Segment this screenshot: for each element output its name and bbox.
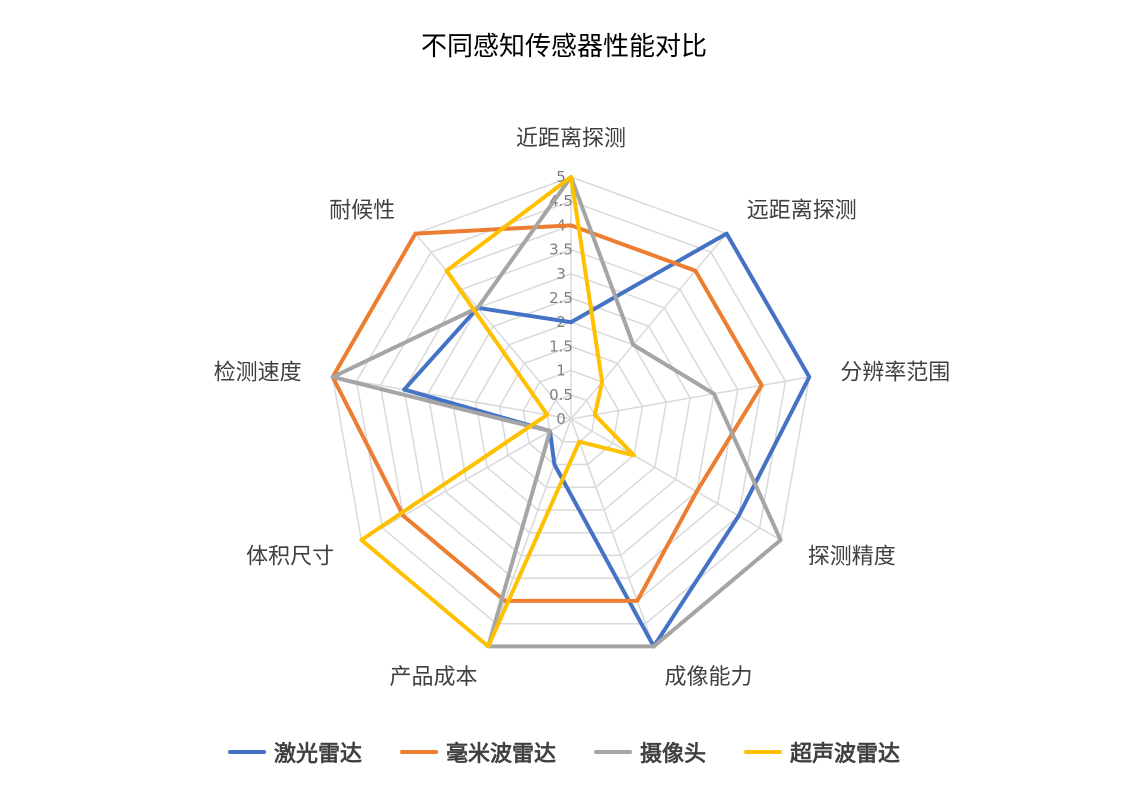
legend-item: 超声波雷达 bbox=[744, 736, 900, 768]
legend-item: 激光雷达 bbox=[227, 736, 362, 768]
category-label: 远距离探测 bbox=[747, 199, 857, 224]
category-label: 体积尺寸 bbox=[246, 545, 334, 570]
category-label: 分辨率范围 bbox=[840, 361, 950, 386]
series-line-2 bbox=[330, 175, 783, 649]
tick-label: 0.5 bbox=[549, 386, 573, 404]
axis-spoke bbox=[570, 418, 655, 647]
grid-ring bbox=[403, 248, 739, 579]
axis-spoke bbox=[361, 418, 572, 541]
tick-label: 1 bbox=[556, 362, 566, 380]
radial-tick-labels: 00.511.522.533.544.55 bbox=[549, 168, 573, 428]
grid-ring bbox=[427, 273, 715, 557]
category-label: 成像能力 bbox=[665, 665, 753, 690]
axis-spoke bbox=[570, 376, 810, 420]
tick-label: 3 bbox=[556, 265, 566, 283]
legend-item: 毫米波雷达 bbox=[399, 736, 556, 768]
legend-item: 摄像头 bbox=[594, 736, 706, 768]
category-label: 近距离探测 bbox=[516, 127, 626, 152]
tick-label: 3.5 bbox=[549, 241, 573, 259]
series-lines bbox=[330, 175, 812, 649]
legend-swatch bbox=[744, 750, 783, 754]
tick-label: 1.5 bbox=[549, 337, 573, 355]
axis-spoke bbox=[570, 418, 781, 541]
radar-chart: 00.511.522.533.544.55 近距离探测远距离探测分辨率范围探测精… bbox=[214, 127, 951, 691]
tick-label: 0 bbox=[556, 410, 566, 428]
series-line-0 bbox=[402, 231, 812, 649]
series-line-3 bbox=[359, 175, 636, 649]
tick-label: 2.5 bbox=[549, 289, 573, 307]
axis-spoke bbox=[332, 376, 572, 420]
legend-label: 超声波雷达 bbox=[790, 742, 901, 767]
axis-spoke bbox=[570, 233, 728, 420]
legend-label: 激光雷达 bbox=[273, 742, 362, 767]
series-line-1 bbox=[330, 223, 764, 603]
legend-label: 摄像头 bbox=[640, 742, 707, 767]
legend: 激光雷达 毫米波雷达 摄像头 超声波雷达 bbox=[0, 736, 1128, 768]
category-label: 检测速度 bbox=[214, 361, 302, 386]
grid-ring bbox=[355, 200, 787, 625]
legend-swatch bbox=[227, 750, 266, 754]
legend-swatch bbox=[399, 750, 438, 754]
grid-ring bbox=[451, 297, 691, 534]
grid-ring bbox=[498, 345, 644, 488]
category-label: 探测精度 bbox=[808, 545, 896, 570]
axis-spoke bbox=[487, 418, 572, 647]
tick-label: 5 bbox=[556, 168, 566, 186]
category-label: 耐候性 bbox=[329, 199, 395, 224]
grid-ring bbox=[546, 394, 596, 443]
category-label: 产品成本 bbox=[389, 665, 477, 690]
chart-title: 不同感知传感器性能对比 bbox=[420, 32, 707, 62]
axis-spoke bbox=[414, 233, 572, 420]
legend-swatch bbox=[594, 750, 632, 754]
legend-label: 毫米波雷达 bbox=[445, 742, 556, 767]
grid-ring bbox=[474, 321, 668, 511]
